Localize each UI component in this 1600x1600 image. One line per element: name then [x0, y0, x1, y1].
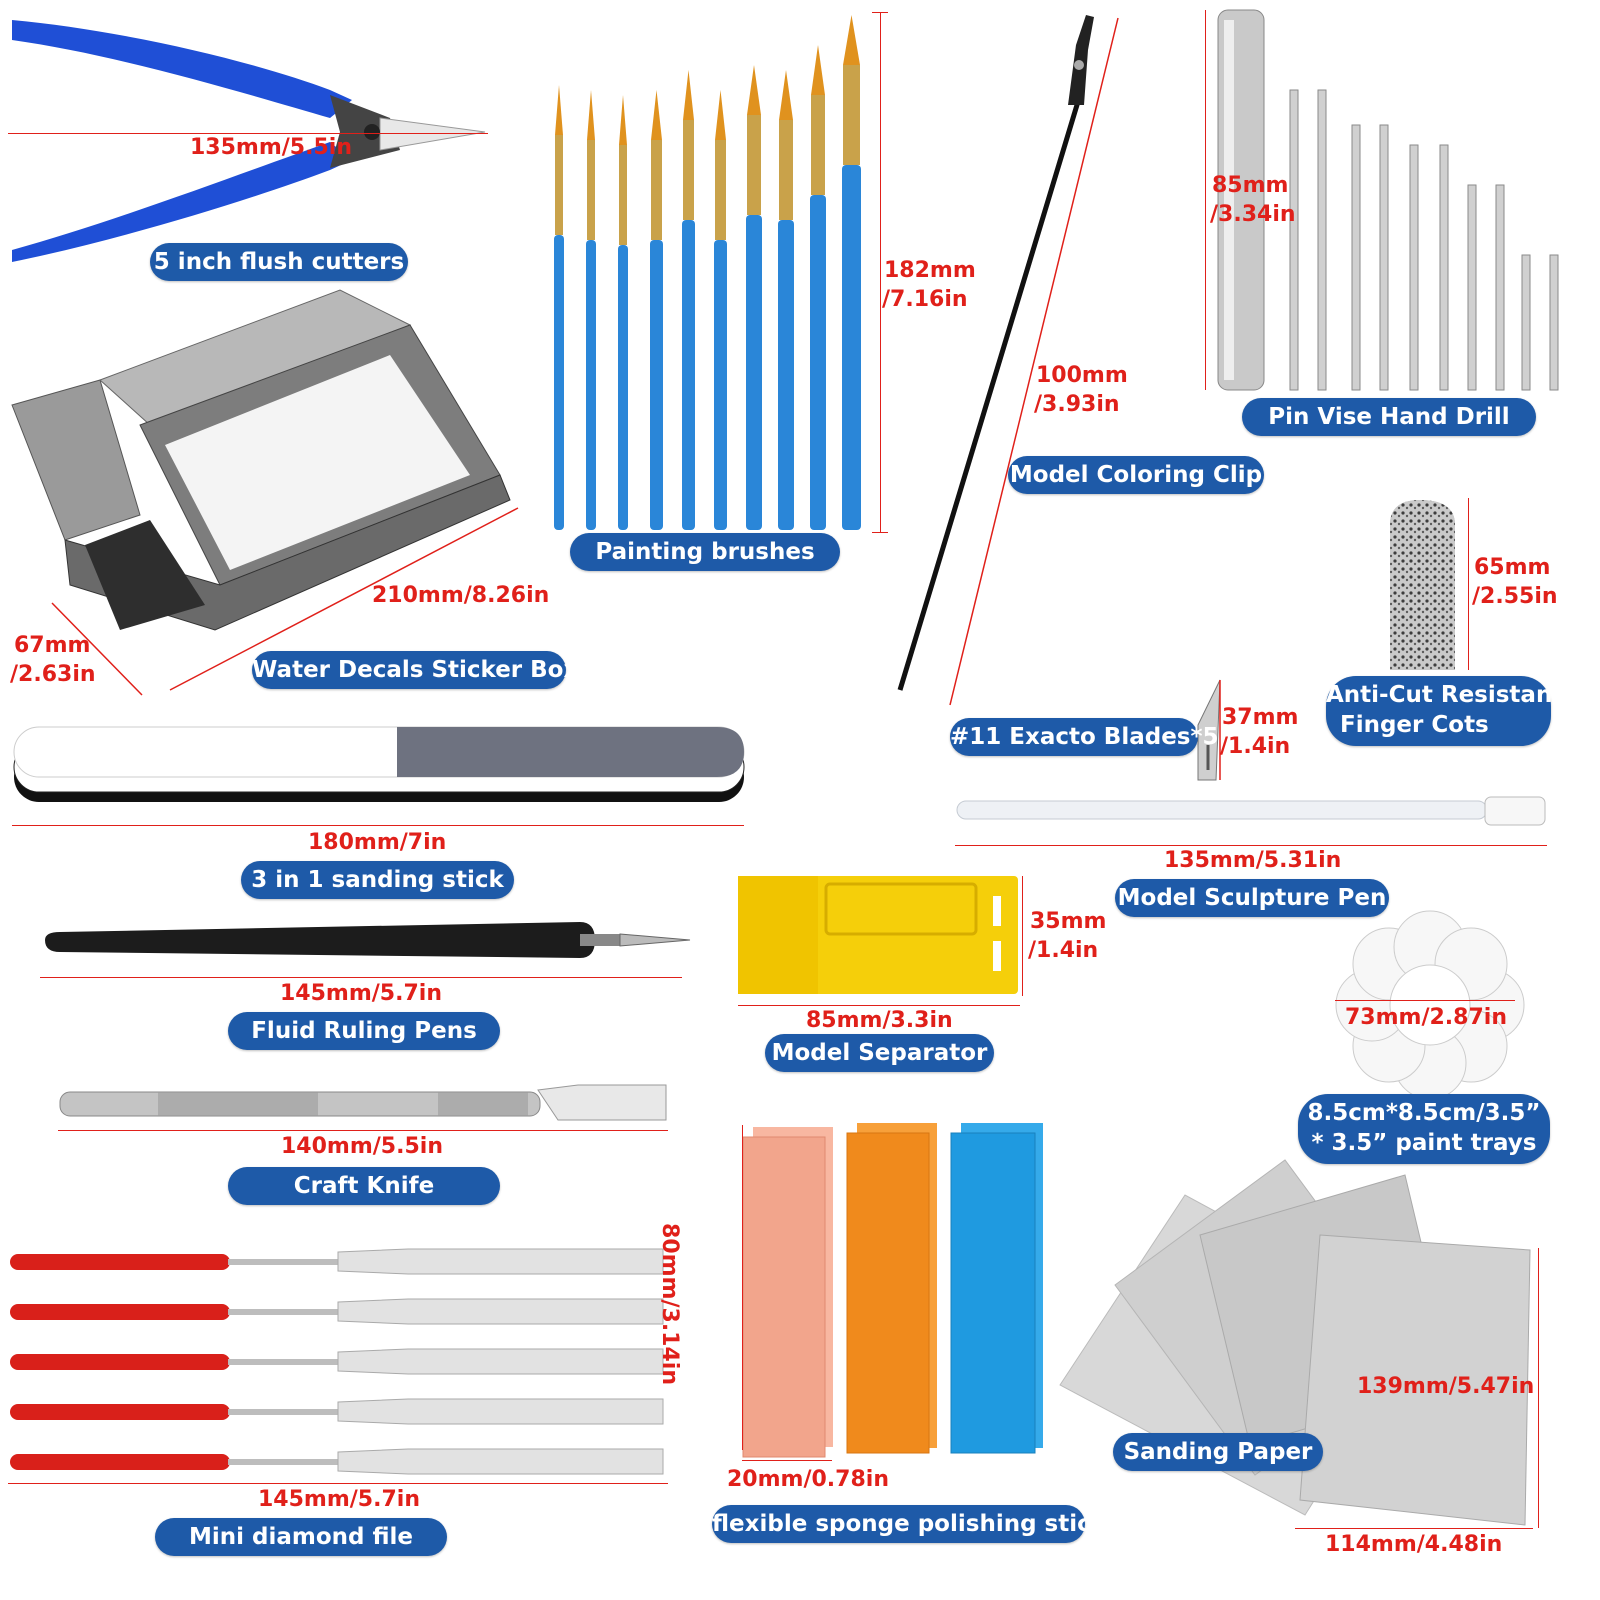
- tray-dimension-line: [1335, 1000, 1515, 1001]
- separator-dimension-line: [1022, 876, 1023, 996]
- painting-brushes-image: [554, 15, 861, 530]
- diamond-file-dimension-line: [8, 1483, 668, 1484]
- box-width-dimension-1: 67mm: [14, 633, 91, 658]
- coloring-clip-label: Model Coloring Clip: [1008, 456, 1264, 494]
- box-length-dimension: 210mm/8.26in: [372, 583, 550, 608]
- finger-cots-label-line2: Finger Cots: [1340, 712, 1489, 738]
- brushes-dimension-cap: [872, 532, 888, 533]
- sticker-box-label: Water Decals Sticker Box: [252, 651, 578, 689]
- clip-dimension-2: /3.93in: [1034, 392, 1120, 417]
- drill-dimension-1: 85mm: [1212, 173, 1289, 198]
- clip-dimension-1: 100mm: [1036, 363, 1128, 388]
- cots-dimension-line: [1468, 498, 1469, 670]
- cots-dimension-2: /2.55in: [1472, 584, 1558, 609]
- paint-trays-label: 8.5cm*8.5cm/3.5” * 3.5” paint trays: [1298, 1094, 1550, 1164]
- ruling-pen-image: [45, 922, 691, 958]
- sanding-paper-label: Sanding Paper: [1113, 1433, 1323, 1471]
- sanding-stick-dimension-line: [12, 825, 744, 826]
- ruling-pen-dimension-line: [40, 977, 682, 978]
- painting-brushes-label: Painting brushes: [570, 533, 840, 571]
- ruling-pens-label: Fluid Ruling Pens: [228, 1012, 500, 1050]
- diamond-file-dimension: 145mm/5.7in: [258, 1487, 420, 1512]
- sponge-width-dimension: 20mm/0.78in: [727, 1467, 889, 1492]
- blade-dimension-2: /1.4in: [1220, 734, 1291, 759]
- sculpture-pen-dimension-line: [955, 845, 1547, 846]
- paper-width-dimension: 114mm/4.48in: [1325, 1532, 1503, 1557]
- flush-cutters-label: 5 inch flush cutters: [150, 243, 408, 281]
- sticker-box-image: [11, 289, 511, 631]
- sanding-stick-label: 3 in 1 sanding stick: [241, 861, 514, 899]
- separator-width-dimension: 85mm/3.3in: [806, 1008, 953, 1033]
- sponge-sticks-image: [742, 1123, 1043, 1458]
- coloring-clip-image: [897, 15, 1094, 691]
- separator-width-line: [738, 1005, 1020, 1006]
- paint-tray-image: [1335, 910, 1525, 1100]
- paper-dimension-line: [1538, 1248, 1539, 1528]
- craft-knife-dimension-line: [58, 1130, 668, 1131]
- model-separator-image: [738, 876, 1018, 994]
- ruling-pen-dimension: 145mm/5.7in: [280, 981, 442, 1006]
- paper-width-line: [1295, 1528, 1533, 1529]
- finger-cots-label: Anti-Cut Resistant Finger Cots: [1326, 676, 1564, 746]
- drill-dimension-line: [1205, 10, 1206, 390]
- separator-height-dimension-2: /1.4in: [1028, 938, 1099, 963]
- diamond-files-image: [10, 1248, 664, 1475]
- brushes-dimension-1: 182mm: [884, 258, 976, 283]
- exacto-blades-label: #11 Exacto Blades*5: [950, 718, 1219, 756]
- diamond-file-label: Mini diamond file: [155, 1518, 447, 1556]
- cutters-dimension-line: [8, 133, 488, 134]
- craft-knife-label: Craft Knife: [228, 1167, 500, 1205]
- sanding-stick-image: [13, 726, 745, 802]
- sponge-height-dimension: 80mm/3.14in: [656, 1223, 682, 1385]
- sanding-paper-image: [1059, 1159, 1531, 1526]
- sanding-stick-dimension: 180mm/7in: [308, 830, 447, 855]
- sculpture-pen-image: [956, 796, 1546, 826]
- sponge-width-line: [742, 1460, 832, 1461]
- pin-vise-image: [1217, 9, 1559, 391]
- flush-cutters-image: [12, 20, 486, 262]
- cutters-dimension: 135mm/5.5in: [190, 135, 352, 160]
- finger-cots-label-line1: Anti-Cut Resistant: [1326, 682, 1564, 708]
- box-width-dimension-2: /2.63in: [10, 662, 96, 687]
- craft-knife-dimension: 140mm/5.5in: [281, 1134, 443, 1159]
- brushes-dimension-2: /7.16in: [882, 287, 968, 312]
- separator-height-dimension-1: 35mm: [1030, 909, 1107, 934]
- brushes-dimension-line: [880, 12, 881, 532]
- blade-dimension-1: 37mm: [1222, 705, 1299, 730]
- sponge-stick-label: flexible sponge polishing stick: [712, 1505, 1106, 1543]
- sculpture-pen-label: Model Sculpture Pen: [1115, 879, 1389, 917]
- sculpture-pen-dimension: 135mm/5.31in: [1164, 848, 1342, 873]
- cots-dimension-1: 65mm: [1474, 555, 1551, 580]
- sponge-dimension-line: [742, 1125, 743, 1450]
- drill-dimension-2: /3.34in: [1210, 202, 1296, 227]
- paint-trays-label-line1: 8.5cm*8.5cm/3.5”: [1307, 1100, 1541, 1126]
- tray-dimension: 73mm/2.87in: [1345, 1005, 1507, 1030]
- craft-knife-image: [59, 1084, 667, 1121]
- pin-vise-label: Pin Vise Hand Drill: [1242, 398, 1536, 436]
- paint-trays-label-line2: * 3.5” paint trays: [1311, 1130, 1537, 1156]
- brushes-dimension-cap: [872, 12, 888, 13]
- finger-cot-image: [1390, 500, 1455, 670]
- paper-height-dimension: 139mm/5.47in: [1357, 1374, 1535, 1399]
- model-separator-label: Model Separator: [765, 1034, 994, 1072]
